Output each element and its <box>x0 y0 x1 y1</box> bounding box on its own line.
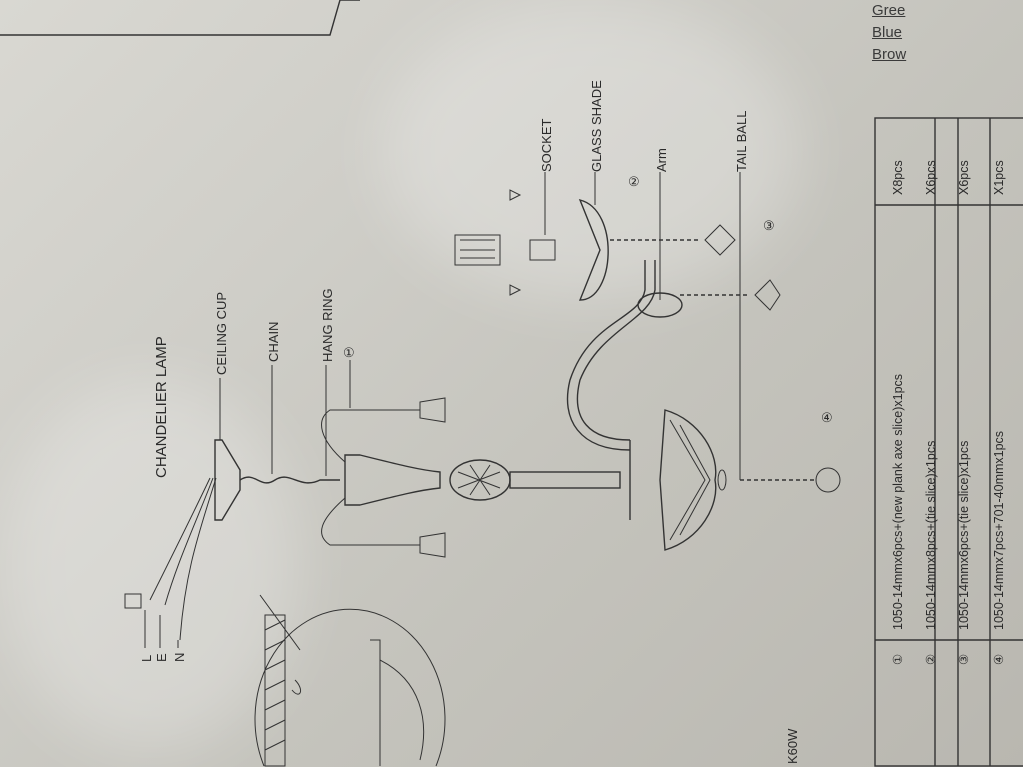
chandelier-body: ① SOCKET GLASS SHADE ② Arm ③ ④ TAIL BALL <box>321 80 841 558</box>
callout-1: ① <box>343 345 355 360</box>
diagram-title: CHANDELIER LAMP <box>153 336 170 478</box>
color-option: Blue <box>872 24 903 41</box>
label-tail-ball: TAIL BALL <box>734 111 749 172</box>
table-row: ① 1050-14mmx6pcs+(new plank axe slice)x1… <box>891 160 905 665</box>
svg-text:1050-14mmx8pcs+(tie slice)x1pc: 1050-14mmx8pcs+(tie slice)x1pcs <box>924 441 938 630</box>
svg-text:②: ② <box>924 654 938 665</box>
parts-table: ① 1050-14mmx6pcs+(new plank axe slice)x1… <box>874 117 1023 767</box>
svg-text:X6pcs: X6pcs <box>957 160 971 195</box>
label-arm: Arm <box>654 148 669 172</box>
wire-label-l: L <box>139 655 154 662</box>
table-row: ④ 1050-14mmx7pcs+701-40mmx1pcs X1pcs <box>992 160 1006 665</box>
svg-text:1050-14mmx7pcs+701-40mmx1pcs: 1050-14mmx7pcs+701-40mmx1pcs <box>992 431 1006 630</box>
svg-text:1050-14mmx6pcs+(tie slice)x1pc: 1050-14mmx6pcs+(tie slice)x1pcs <box>957 441 971 630</box>
table-row: ② 1050-14mmx8pcs+(tie slice)x1pcs X6pcs <box>924 160 938 665</box>
color-option: Brow <box>872 46 907 63</box>
callout-3: ③ <box>763 218 775 233</box>
ceiling-cup: CEILING CUP <box>214 292 241 521</box>
wires: L E N <box>124 477 217 662</box>
light-glare <box>380 0 800 300</box>
wire-label-e: E <box>154 653 169 662</box>
arrow-icon <box>509 189 522 296</box>
label-hang-ring: HANG RING <box>320 288 335 362</box>
svg-text:X6pcs: X6pcs <box>924 160 938 195</box>
chain: CHAIN HANG RING <box>239 288 340 484</box>
callout-2: ② <box>628 174 640 189</box>
wattage-label: K60W <box>785 728 800 764</box>
svg-text:X1pcs: X1pcs <box>992 160 1006 195</box>
svg-text:④: ④ <box>992 654 1006 665</box>
color-option: Gree <box>872 2 906 19</box>
svg-text:1050-14mmx6pcs+(new plank axe: 1050-14mmx6pcs+(new plank axe slice)x1pc… <box>891 374 905 630</box>
light-glare <box>0 380 300 750</box>
label-chain: CHAIN <box>266 322 281 362</box>
callout-4: ④ <box>821 410 833 425</box>
color-options-list: Gree Blue Brow <box>872 0 906 66</box>
terminal-block <box>124 593 142 609</box>
arrow-icon <box>259 594 301 651</box>
svg-text:X8pcs: X8pcs <box>891 160 905 195</box>
table-row: ③ 1050-14mmx6pcs+(tie slice)x1pcs X6pcs <box>957 160 971 665</box>
label-ceiling-cup: CEILING CUP <box>214 292 229 375</box>
label-socket: SOCKET <box>539 118 554 172</box>
wire-label-n: N <box>172 653 187 662</box>
box-outline <box>0 0 341 36</box>
label-glass-shade: GLASS SHADE <box>589 80 604 172</box>
svg-text:①: ① <box>891 654 905 665</box>
svg-text:③: ③ <box>957 654 971 665</box>
ceiling-detail-circle <box>254 594 446 767</box>
